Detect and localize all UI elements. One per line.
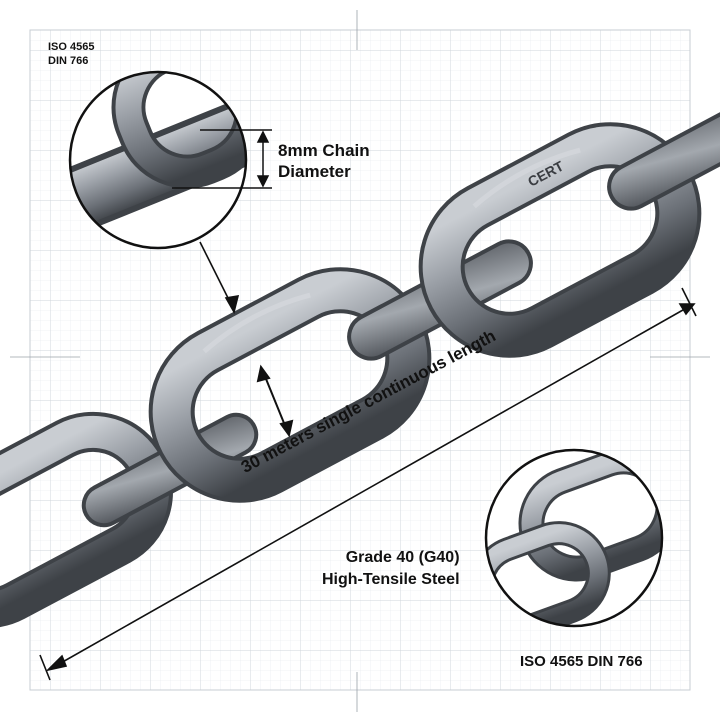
length-dimension xyxy=(39,287,697,681)
diameter-label-line1: 8mm Chain xyxy=(278,141,370,160)
diameter-label-line2: Diameter xyxy=(278,162,351,181)
grade-label: Grade 40 (G40) High-Tensile Steel xyxy=(322,547,460,591)
grade-label-line1: Grade 40 (G40) xyxy=(345,549,460,566)
standards-label-top: ISO 4565 DIN 766 xyxy=(48,40,94,68)
standard-iso: ISO 4565 xyxy=(48,41,95,53)
inner-width-arrow xyxy=(256,364,294,438)
detail-magnifier-bottom xyxy=(484,448,664,628)
pointer-arrow xyxy=(199,241,240,315)
main-chain xyxy=(0,89,720,629)
diameter-dimension xyxy=(172,129,272,189)
grade-label-line2: High-Tensile Steel xyxy=(322,571,460,588)
standards-label-bottom: ISO 4565 DIN 766 xyxy=(520,653,643,670)
diameter-label: 8mm Chain Diameter xyxy=(278,140,370,182)
standard-din: DIN 766 xyxy=(48,55,89,67)
